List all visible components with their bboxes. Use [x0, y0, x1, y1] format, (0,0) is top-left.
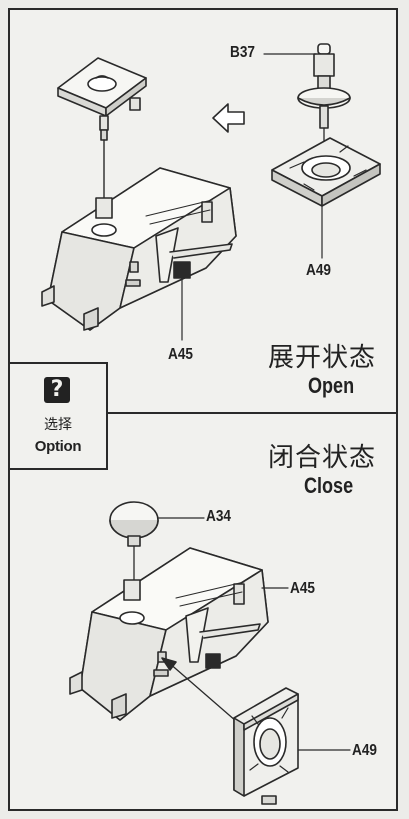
open-state-title-cn: 展开状态	[268, 343, 377, 373]
question-mark-icon: ?	[44, 377, 70, 403]
a45-body-part-open	[41, 167, 237, 331]
top-cap-part	[57, 57, 147, 141]
part-label-a45-open: A45	[168, 346, 193, 363]
option-label-cn: 选择	[44, 417, 72, 433]
b37-pin-part	[297, 43, 351, 129]
a49-base-part-close	[233, 687, 299, 805]
part-label-a49-open: A49	[306, 262, 331, 279]
a45-body-part-close	[69, 547, 269, 721]
section-divider	[108, 412, 398, 414]
part-label-a34: A34	[206, 508, 231, 525]
part-label-a45-close: A45	[290, 580, 315, 597]
a34-disc-part	[109, 501, 159, 547]
part-label-a49-close: A49	[352, 742, 377, 759]
open-state-title-en: Open	[308, 373, 355, 398]
close-state-title-cn: 闭合状态	[268, 443, 377, 473]
a49-base-part-open	[271, 137, 381, 207]
option-label-en: Option	[34, 438, 82, 455]
part-label-b37: B37	[230, 44, 255, 61]
close-state-title-en: Close	[304, 473, 354, 498]
